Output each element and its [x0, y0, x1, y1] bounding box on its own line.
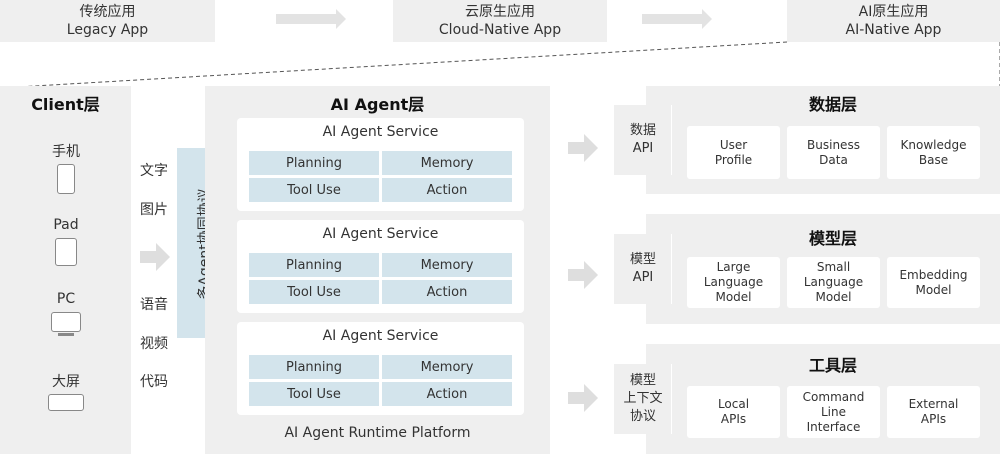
- monitor-stand-icon: [58, 333, 74, 336]
- interface-line: API: [632, 140, 654, 156]
- interface-line: 数据: [629, 122, 656, 138]
- client-panel: [0, 86, 131, 454]
- era-ai-native-en: AI-Native App: [845, 22, 942, 38]
- device-label: 手机: [52, 144, 80, 160]
- modality-label: 图片: [140, 202, 168, 218]
- memory-cell: Memory: [382, 253, 512, 277]
- model-layer-title: 模型层: [808, 229, 857, 248]
- modality-label: 视频: [140, 336, 168, 352]
- device-label: PC: [56, 291, 76, 307]
- tool-use-cell: Tool Use: [249, 280, 379, 304]
- phone-icon: [57, 164, 75, 194]
- zoom-line-left: [0, 41, 788, 89]
- agent-service-title: AI Agent Service: [322, 328, 439, 344]
- zoom-lines: [0, 41, 1000, 89]
- interface-box-tool: [614, 364, 672, 434]
- agent-to-model-arrow: [568, 261, 598, 289]
- large-screen-icon: [48, 394, 84, 411]
- era-arrow: [642, 9, 712, 29]
- era-legacy-cn: 传统应用: [79, 4, 136, 20]
- era-cloud-native: 云原生应用 Cloud-Native App: [393, 0, 607, 42]
- modality-label: 文字: [140, 163, 168, 179]
- action-cell: Action: [382, 280, 512, 304]
- agent-to-tool-arrow: [568, 384, 598, 412]
- tool-use-cell: Tool Use: [249, 382, 379, 406]
- tablet-icon: [55, 238, 77, 266]
- interface-line: 模型: [629, 251, 656, 267]
- device-label: Pad: [53, 217, 79, 233]
- memory-cell: Memory: [382, 151, 512, 175]
- interface-line: 上下文: [623, 390, 663, 406]
- tool-use-cell: Tool Use: [249, 178, 379, 202]
- era-cloud-native-en: Cloud-Native App: [438, 22, 562, 38]
- data-layer-title: 数据层: [808, 95, 857, 114]
- agent-layer-title: AI Agent层: [330, 95, 425, 114]
- interface-box-model: [614, 234, 672, 304]
- monitor-icon: [51, 312, 81, 332]
- era-legacy-en: Legacy App: [66, 22, 149, 38]
- modality-label: 代码: [140, 374, 168, 390]
- era-cloud-native-cn: 云原生应用: [465, 4, 535, 20]
- runtime-platform-label: AI Agent Runtime Platform: [284, 425, 471, 441]
- client-title: Client层: [31, 95, 100, 114]
- era-legacy: 传统应用 Legacy App: [0, 0, 215, 42]
- memory-cell: Memory: [382, 355, 512, 379]
- era-arrow: [276, 9, 346, 29]
- agent-to-data-arrow: [568, 134, 598, 162]
- agent-service-title: AI Agent Service: [322, 124, 439, 140]
- era-ai-native: AI原生应用 AI-Native App: [787, 0, 1000, 42]
- interface-line: API: [632, 269, 654, 285]
- interface-line: 协议: [629, 408, 656, 424]
- era-ai-native-cn: AI原生应用: [858, 4, 929, 20]
- interface-line: 模型: [629, 372, 656, 388]
- modality-label: 语音: [140, 297, 168, 313]
- planning-cell: Planning: [249, 253, 379, 277]
- agent-service-title: AI Agent Service: [322, 226, 439, 242]
- client-to-agent-arrow: [140, 243, 170, 271]
- planning-cell: Planning: [249, 355, 379, 379]
- action-cell: Action: [382, 382, 512, 406]
- device-label: 大屏: [52, 374, 80, 390]
- interface-box-data: [614, 105, 672, 175]
- action-cell: Action: [382, 178, 512, 202]
- planning-cell: Planning: [249, 151, 379, 175]
- tool-layer-title: 工具层: [808, 356, 857, 375]
